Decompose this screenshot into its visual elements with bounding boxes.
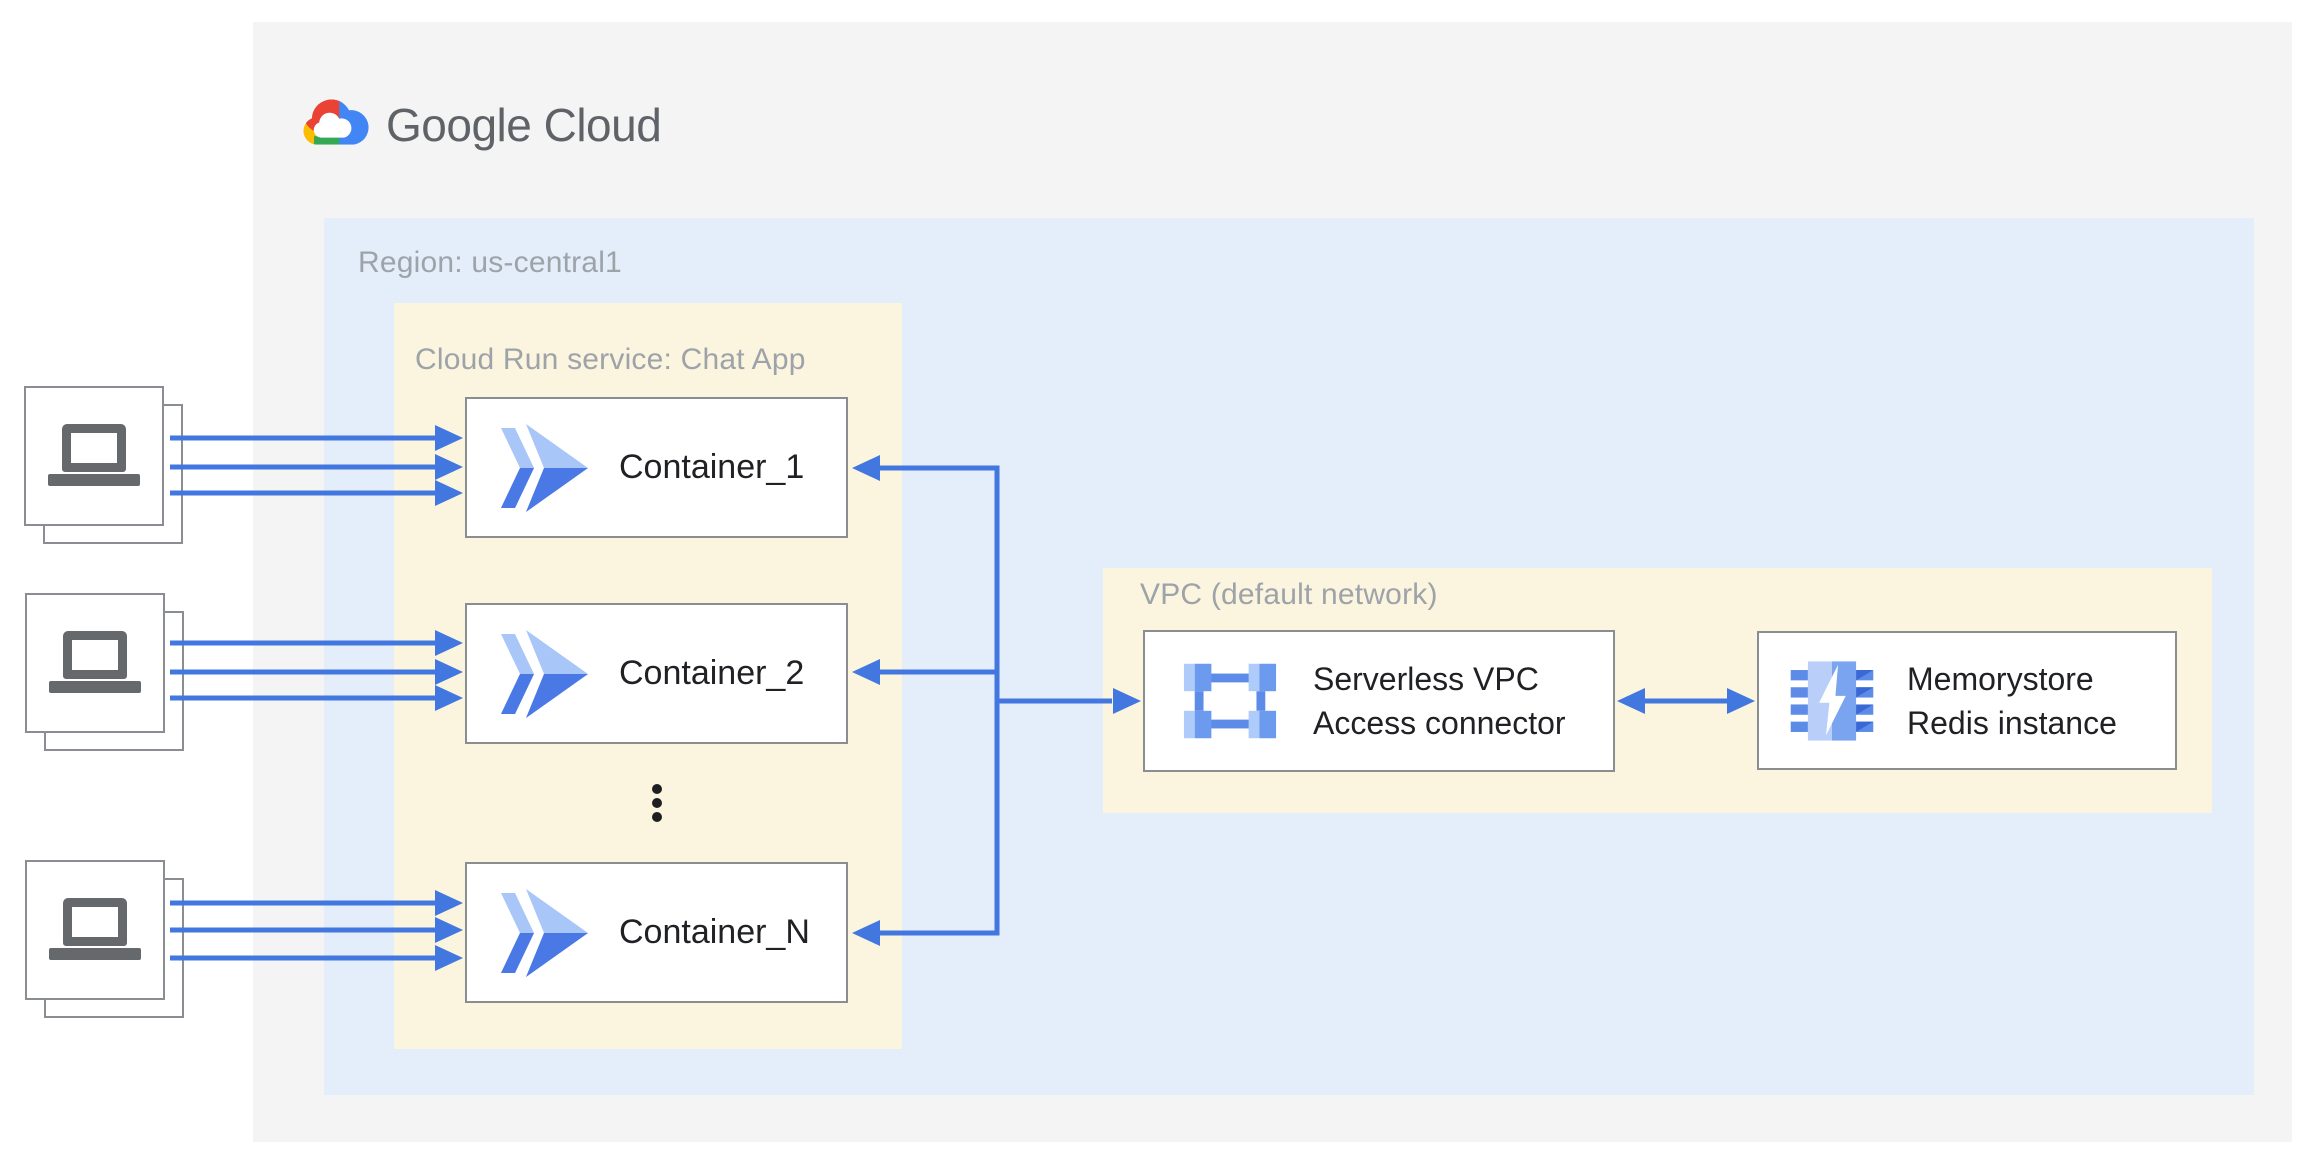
container-label: Container_1 <box>619 448 805 486</box>
container-n-node: Container_N <box>465 862 848 1003</box>
cloud-run-icon <box>501 423 588 512</box>
client-device-1 <box>24 386 186 548</box>
memorystore-redis-node: Memorystore Redis instance <box>1757 631 2177 770</box>
laptop-icon <box>25 631 165 693</box>
connector-label-line2: Access connector <box>1313 705 1566 741</box>
laptop-icon <box>24 424 164 486</box>
laptop-screen <box>63 631 127 679</box>
container-label: Container_2 <box>619 654 805 692</box>
laptop-base <box>48 474 140 486</box>
laptop-screen <box>62 424 126 472</box>
ellipsis-dot <box>652 784 662 794</box>
memorystore-icon <box>1790 660 1874 741</box>
client-device-2 <box>25 593 187 755</box>
laptop-base <box>49 681 141 693</box>
laptop-base <box>49 948 141 960</box>
containers-ellipsis-icon <box>652 784 662 822</box>
serverless-vpc-access-connector-icon <box>1183 663 1277 739</box>
cloud-run-icon <box>501 888 588 977</box>
google-cloud-logo: Google Cloud <box>300 95 662 155</box>
region-box: Region: us-central1 Cloud Run service: C… <box>324 218 2254 1095</box>
connector-label-line1: Serverless VPC <box>1313 661 1539 697</box>
container-label: Container_N <box>619 913 810 951</box>
container-2-node: Container_2 <box>465 603 848 744</box>
google-cloud-boundary: Google Cloud Region: us-central1 Cloud R… <box>253 22 2292 1142</box>
cloud-run-service-box: Cloud Run service: Chat App Container_1 <box>394 303 902 1049</box>
region-label: Region: us-central1 <box>358 246 622 279</box>
vpc-label: VPC (default network) <box>1140 578 1438 611</box>
client-device-3 <box>25 860 187 1022</box>
cloud-run-service-label: Cloud Run service: Chat App <box>415 343 806 376</box>
ellipsis-dot <box>652 798 662 808</box>
google-cloud-logo-text: Google Cloud <box>386 99 662 151</box>
google-cloud-logo-icon <box>303 99 369 145</box>
serverless-vpc-access-connector-node: Serverless VPC Access connector <box>1143 630 1615 772</box>
laptop-screen <box>63 898 127 946</box>
cloud-run-icon <box>501 629 588 718</box>
memorystore-label-line1: Memorystore <box>1907 660 2094 697</box>
container-1-node: Container_1 <box>465 397 848 538</box>
memorystore-label-line2: Redis instance <box>1907 704 2117 741</box>
laptop-icon <box>25 898 165 960</box>
ellipsis-dot <box>652 812 662 822</box>
vpc-box: VPC (default network) <box>1103 568 2212 813</box>
